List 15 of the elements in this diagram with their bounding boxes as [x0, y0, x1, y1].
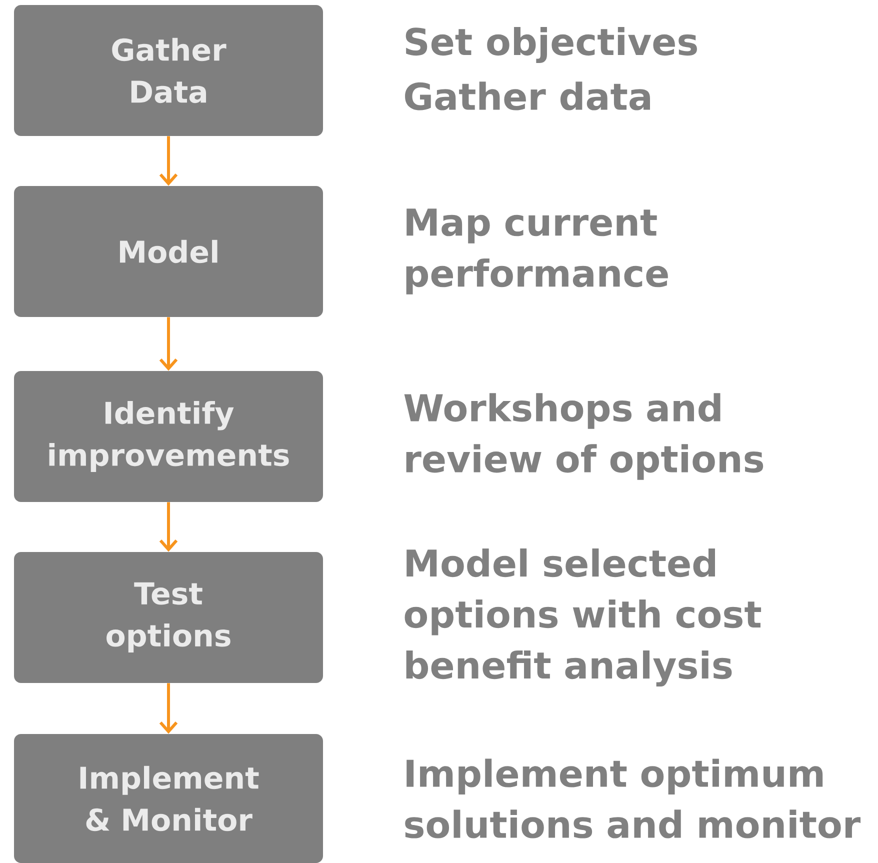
arrow [159, 317, 178, 371]
process-box: Implement & Monitor [14, 734, 323, 863]
step-description: Gather data [405, 82, 650, 110]
step-description: Workshops and review of options [404, 393, 764, 480]
process-box: Identify improvements [14, 371, 323, 502]
arrow [159, 683, 178, 734]
process-box: Test options [14, 552, 323, 683]
process-box: Gather Data [14, 5, 323, 136]
step-description: Set objectives [406, 26, 697, 64]
arrow [159, 502, 178, 552]
step-description: Map current performance [406, 208, 668, 294]
step-description: Implement optimum solutions and monitor [405, 758, 861, 838]
arrow [159, 136, 178, 186]
step-description: Model selected options with cost benefit analysis [404, 548, 762, 687]
process-box: Model [14, 186, 323, 317]
